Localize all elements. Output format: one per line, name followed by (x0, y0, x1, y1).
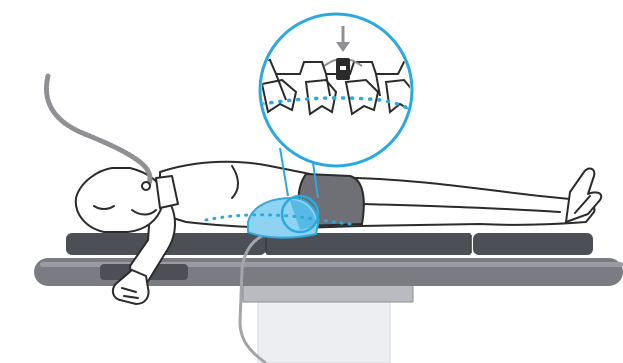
spine-magnifier-icon (250, 14, 424, 166)
table-pedestal-cap (243, 284, 413, 302)
patient-legs (356, 178, 594, 226)
patient-feet (566, 169, 601, 222)
table-pad-foot (473, 233, 593, 255)
table-pedestal (258, 296, 390, 363)
